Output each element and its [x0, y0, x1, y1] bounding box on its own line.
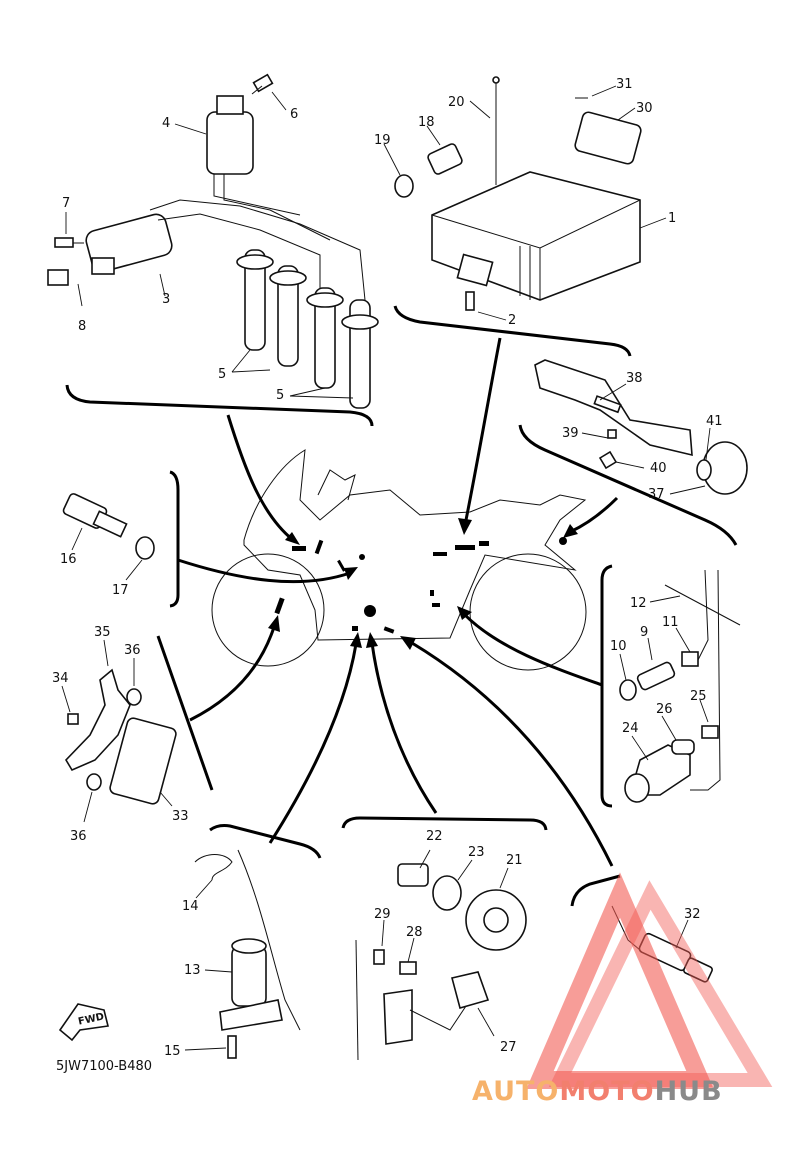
- callout-39: 39: [562, 426, 579, 441]
- callout-38: 38: [626, 371, 643, 386]
- callout-5a: 5: [218, 367, 226, 382]
- callout-21: 21: [506, 853, 523, 868]
- svg-text:AUTOMOTOHUB: AUTOMOTOHUB: [472, 1076, 723, 1107]
- callout-6: 6: [290, 107, 298, 122]
- callout-37: 37: [648, 487, 665, 502]
- sensor-16-group: [62, 493, 155, 581]
- callout-36b: 36: [70, 829, 87, 844]
- right-sensor-group: [619, 569, 741, 803]
- watermark-moto: MOTO: [559, 1076, 654, 1107]
- relay-group: [61, 639, 177, 823]
- callout-31: 31: [616, 77, 633, 92]
- callout-27: 27: [500, 1040, 517, 1055]
- pointer-arrows: [177, 337, 619, 867]
- callout-2: 2: [508, 313, 516, 328]
- callout-1: 1: [668, 211, 676, 226]
- callout-9: 9: [640, 625, 648, 640]
- callout-11: 11: [662, 615, 679, 630]
- callout-7: 7: [62, 196, 70, 211]
- callout-40: 40: [650, 461, 667, 476]
- bracket-group: [534, 359, 748, 495]
- callout-18: 18: [418, 115, 435, 130]
- callout-30: 30: [636, 101, 653, 116]
- watermark-logo: AUTOMOTOHUB: [472, 872, 773, 1107]
- starter-group: [184, 849, 301, 1059]
- callout-25: 25: [690, 689, 707, 704]
- watermark-hub: HUB: [655, 1076, 723, 1107]
- callout-17: 17: [112, 583, 129, 598]
- callout-41: 41: [706, 414, 723, 429]
- callout-15: 15: [164, 1044, 181, 1059]
- callout-32: 32: [684, 907, 701, 922]
- callout-16: 16: [60, 552, 77, 567]
- group-brackets: [65, 305, 738, 907]
- callout-20: 20: [448, 95, 465, 110]
- callout-26: 26: [656, 702, 673, 717]
- callout-23: 23: [468, 845, 485, 860]
- callout-22: 22: [426, 829, 443, 844]
- callout-12: 12: [630, 596, 647, 611]
- callout-4: 4: [162, 116, 170, 131]
- fwd-arrow-icon: FWD: [58, 1003, 109, 1042]
- ecu-group: [383, 76, 667, 321]
- callout-5b: 5: [276, 388, 284, 403]
- watermark-auto: AUTO: [472, 1076, 559, 1107]
- callout-3: 3: [162, 292, 170, 307]
- callout-numbers: 1 2 3 4 5 5 6 7 8 9 10 11 12 13 14 15 16…: [52, 77, 723, 1059]
- diagram-code: 5JW7100-B480: [56, 1059, 152, 1074]
- callout-36a: 36: [124, 643, 141, 658]
- callout-19: 19: [374, 133, 391, 148]
- callout-8: 8: [78, 319, 86, 334]
- pickup-group: [355, 849, 527, 1061]
- callout-29: 29: [374, 907, 391, 922]
- callout-14: 14: [182, 899, 199, 914]
- harness-markers: [274, 537, 567, 634]
- callout-24: 24: [622, 721, 639, 736]
- callout-10: 10: [610, 639, 627, 654]
- fwd-label: FWD: [77, 1011, 105, 1027]
- callout-35: 35: [94, 625, 111, 640]
- ignition-coil-group: [47, 73, 379, 409]
- motorcycle-silhouette: [211, 449, 587, 671]
- callout-13: 13: [184, 963, 201, 978]
- callout-33: 33: [172, 809, 189, 824]
- callout-28: 28: [406, 925, 423, 940]
- callout-34: 34: [52, 671, 69, 686]
- triangle-logo-icon: [526, 872, 714, 1089]
